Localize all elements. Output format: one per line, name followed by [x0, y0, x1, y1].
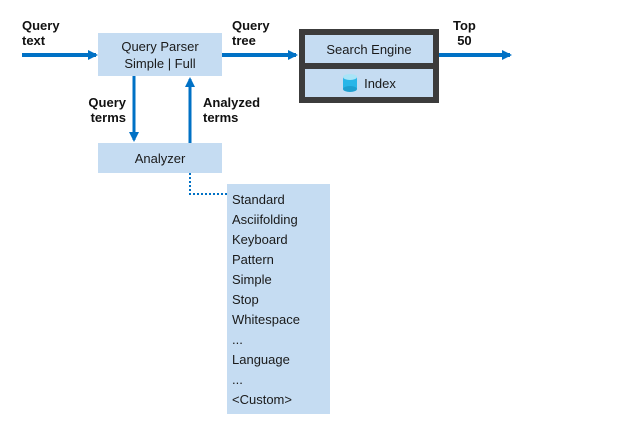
- query-parser-modes: Simple | Full: [124, 55, 196, 71]
- list-item: Simple: [232, 272, 272, 287]
- list-item: Stop: [232, 292, 259, 307]
- list-item: Standard: [232, 192, 285, 207]
- list-item: Keyboard: [232, 232, 288, 247]
- index-box: Index: [305, 69, 433, 97]
- list-item: Pattern: [232, 252, 274, 267]
- list-item: <Custom>: [232, 392, 292, 407]
- query-parser-box: Query Parser Simple | Full: [98, 33, 222, 76]
- search-engine-box: Search Engine: [305, 35, 433, 63]
- query-parser-title: Query Parser: [121, 38, 199, 54]
- analyzer-list: Standard Asciifolding Keyboard Pattern S…: [227, 184, 330, 414]
- database-icon: [343, 74, 358, 92]
- list-item: Language: [232, 352, 290, 367]
- dotted-connector: [189, 173, 227, 195]
- list-item: Whitespace: [232, 312, 300, 327]
- analyzer-box: Analyzer: [98, 143, 222, 173]
- list-item: ...: [232, 332, 243, 347]
- list-item: ...: [232, 372, 243, 387]
- search-engine-container: Search Engine Index: [299, 29, 439, 103]
- list-item: Asciifolding: [232, 212, 298, 227]
